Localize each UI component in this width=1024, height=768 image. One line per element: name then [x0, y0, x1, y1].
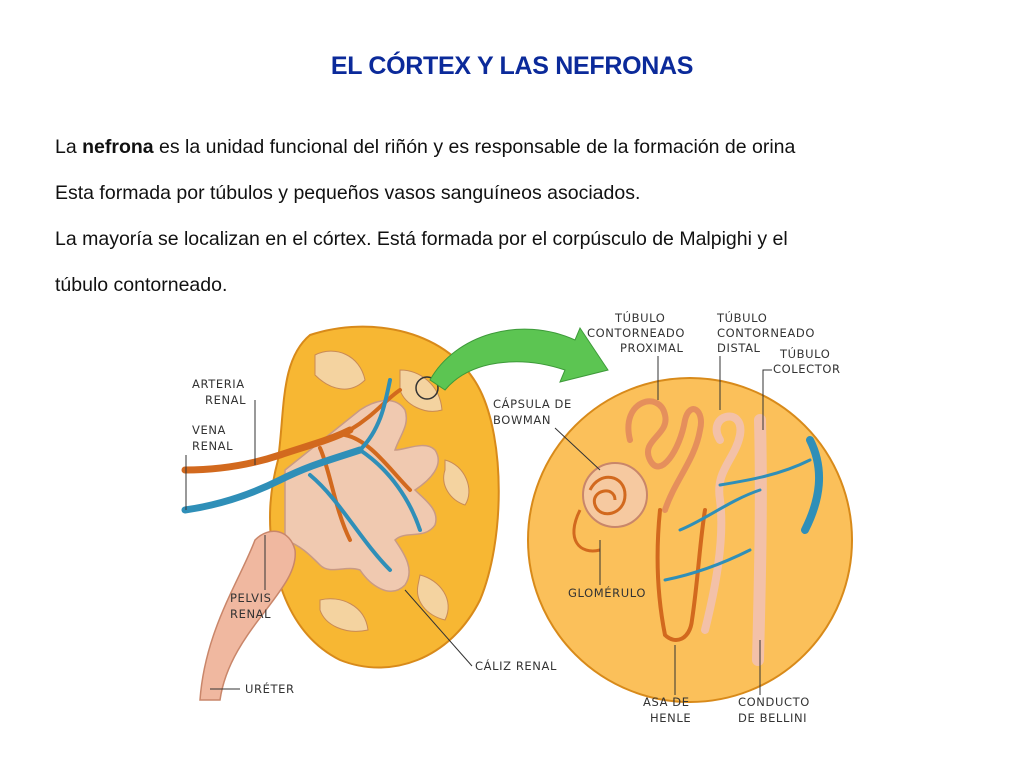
nephron-detail	[528, 378, 852, 702]
label-asa-henle-2: HENLE	[650, 711, 691, 725]
paragraph-2: Esta formada por túbulos y pequeños vaso…	[55, 170, 975, 216]
label-arteria-renal-1: ARTERIA	[192, 377, 245, 391]
slide-title: EL CÓRTEX Y LAS NEFRONAS	[0, 52, 1024, 81]
label-glomerulo: GLOMÉRULO	[568, 585, 646, 600]
para1-suffix: es la unidad funcional del riñón y es re…	[154, 136, 796, 158]
paragraph-1: La nefrona es la unidad funcional del ri…	[55, 124, 975, 170]
label-pelvis-renal-2: RENAL	[230, 607, 271, 621]
label-colector-1: TÚBULO	[779, 346, 830, 361]
label-vena-renal-1: VENA	[192, 423, 226, 437]
body-text: La nefrona es la unidad funcional del ri…	[55, 124, 975, 308]
label-tcp-2: CONTORNEADO	[587, 326, 685, 340]
para1-bold-term: nefrona	[82, 136, 154, 158]
label-bellini-1: CONDUCTO	[738, 695, 810, 709]
kidney-nephron-diagram: ARTERIA RENAL VENA RENAL PELVIS RENAL UR…	[160, 300, 860, 730]
label-bellini-2: DE BELLINI	[738, 711, 807, 725]
label-tcd-1: TÚBULO	[716, 310, 767, 325]
label-asa-henle-1: ASA DE	[643, 695, 690, 709]
collecting-tubule	[758, 420, 761, 660]
label-vena-renal-2: RENAL	[192, 439, 233, 453]
label-tcd-2: CONTORNEADO	[717, 326, 815, 340]
label-tcp-3: PROXIMAL	[620, 341, 684, 355]
para1-prefix: La	[55, 136, 82, 158]
label-ureter: URÉTER	[245, 681, 295, 696]
label-pelvis-renal-1: PELVIS	[230, 591, 272, 605]
label-tcd-3: DISTAL	[717, 341, 761, 355]
label-colector-2: COLECTOR	[773, 362, 841, 376]
label-capsula-bowman-2: BOWMAN	[493, 413, 551, 427]
paragraph-3-line-1: La mayoría se localizan en el córtex. Es…	[55, 216, 975, 262]
label-arteria-renal-2: RENAL	[205, 393, 246, 407]
label-tcp-1: TÚBULO	[614, 310, 665, 325]
label-caliz-renal: CÁLIZ RENAL	[475, 658, 557, 673]
label-capsula-bowman-1: CÁPSULA DE	[493, 396, 572, 411]
